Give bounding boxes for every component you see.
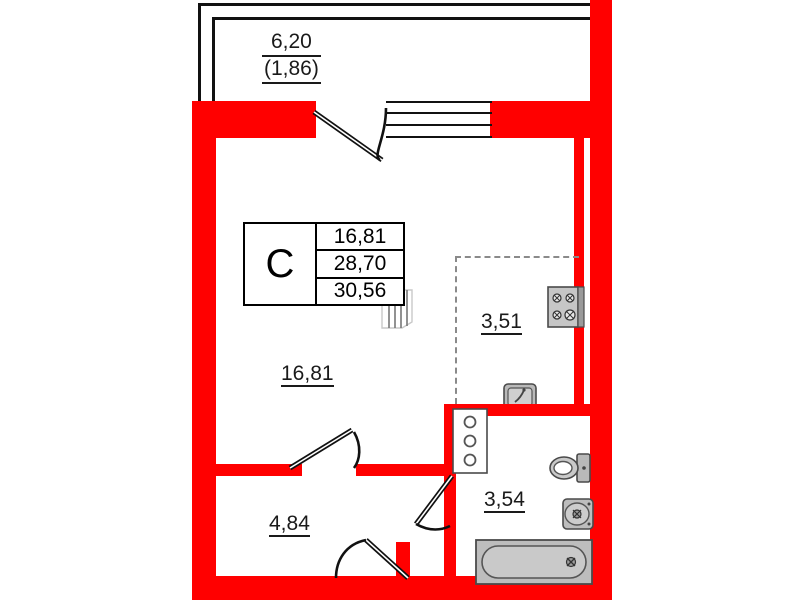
kitchen-niche-dashed-top [455, 256, 579, 258]
apartment-stamp-rows: 16,81 28,70 30,56 [317, 224, 403, 304]
hall-door[interactable] [286, 424, 366, 472]
apartment-type-letter: C [245, 224, 317, 304]
balcony-length: 6,20 [262, 30, 321, 58]
balcony-outer-left [198, 3, 201, 103]
living-room-area-label: 16,81 [281, 362, 334, 387]
balcony-dimension-label: 6,20 (1,86) [262, 30, 321, 85]
bathroom-area-label: 3,54 [484, 488, 525, 513]
apartment-stamp: C 16,81 28,70 30,56 [243, 222, 405, 306]
balcony-window-mullion-2 [386, 124, 492, 126]
partition-horizontal-bath-top [456, 404, 590, 416]
exterior-wall-top-right [490, 101, 602, 138]
stamp-living-area: 16,81 [317, 224, 403, 252]
toilet-icon [549, 452, 591, 484]
exterior-wall-left [192, 101, 216, 600]
balcony-area: (1,86) [262, 57, 321, 85]
kitchen-sink-icon [503, 383, 537, 411]
entrance-door[interactable] [314, 534, 410, 588]
partition-horizontal-hall-right [356, 464, 456, 476]
balcony-window-mullion-1 [386, 112, 492, 114]
stamp-total-area-with-balcony: 30,56 [333, 279, 387, 303]
riser-block-icon [452, 408, 488, 474]
bathroom-door-jamb-bottom [444, 526, 456, 544]
washbasin-icon [561, 497, 595, 531]
bathtub-icon [475, 539, 593, 585]
kitchen-niche-dashed-left [455, 256, 457, 404]
balcony-inner-left [212, 17, 215, 103]
balcony-outer-top [198, 3, 602, 6]
exterior-wall-right-outer [590, 0, 612, 600]
hall-area-label: 4,84 [269, 512, 310, 537]
stove-icon [547, 286, 585, 328]
stamp-total-area: 28,70 [317, 251, 403, 279]
exterior-wall-right-inner [574, 138, 584, 406]
partition-horizontal-hall-left [204, 464, 302, 476]
bathroom-door[interactable] [408, 470, 464, 536]
balcony-window-frame-bottom [386, 136, 492, 138]
balcony-door[interactable] [310, 107, 396, 168]
balcony-inner-top [212, 17, 602, 20]
kitchen-niche-area-label: 3,51 [481, 310, 522, 335]
balcony-window-frame-top [386, 101, 492, 103]
